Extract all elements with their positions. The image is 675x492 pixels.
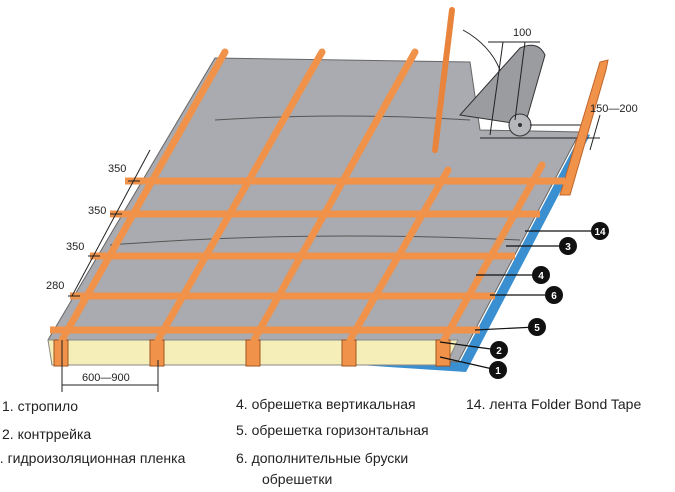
legend-item-4: 4. обрешетка вертикальная [236, 396, 416, 412]
svg-text:5: 5 [534, 323, 540, 334]
loose-counter-batten [559, 59, 609, 196]
membrane-roll [459, 29, 601, 151]
callout-3: 3 [559, 237, 577, 255]
legend-item-5: 5. обрешетка горизонтальная [236, 422, 429, 438]
overlap-top-label: 100 [513, 27, 531, 39]
spacing-label: 350 [88, 205, 106, 217]
legend-item-3: 3. гидроизоляционная пленка [0, 450, 186, 466]
legend-item-14: 14. лента Folder Bond Tape [466, 396, 642, 412]
loose-batten [432, 7, 455, 153]
svg-text:6: 6 [551, 291, 557, 302]
callout-1: 1 [489, 361, 507, 379]
callout-6: 6 [545, 286, 563, 304]
svg-text:4: 4 [538, 271, 544, 282]
overlap-side-label: 150—200 [590, 103, 638, 115]
callout-2: 2 [490, 341, 508, 359]
callout-14: 14 [591, 222, 609, 240]
legend-item-1: 1. стропило [2, 398, 79, 414]
svg-text:2: 2 [496, 346, 502, 357]
spacing-dimension-line [61, 149, 159, 392]
callout-4: 4 [532, 266, 550, 284]
svg-text:1: 1 [495, 366, 501, 377]
legend-item-2: 2. контррейка [2, 426, 92, 442]
legend-item-6: 6. дополнительные бруски [236, 450, 409, 466]
legend-item-6-cont: обрешетки [262, 471, 333, 487]
spacing-label: 280 [46, 280, 64, 292]
svg-text:14: 14 [594, 227, 606, 238]
horizontal-battens [50, 177, 565, 334]
rafter-step-label: 600—900 [82, 372, 130, 384]
rafters [53, 339, 451, 367]
spacing-label: 350 [108, 163, 126, 175]
svg-text:3: 3 [565, 242, 571, 253]
callout-leaders [439, 230, 598, 371]
callout-5: 5 [528, 318, 546, 336]
spacing-label: 350 [66, 241, 84, 253]
